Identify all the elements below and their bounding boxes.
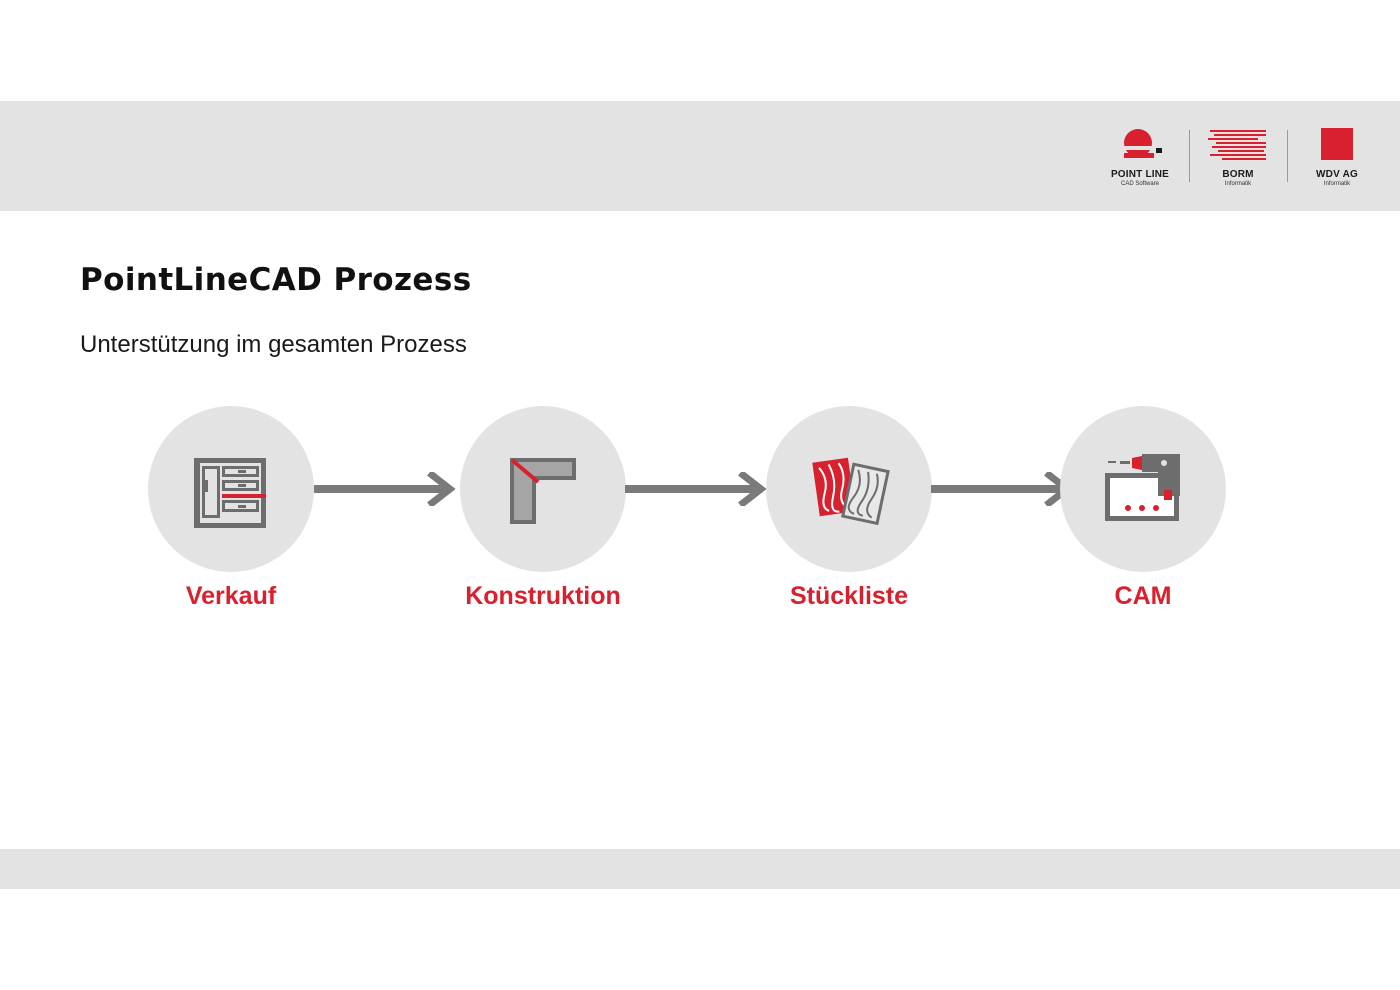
step-verkauf-circle	[148, 406, 314, 572]
step-stueckliste-label: Stückliste	[789, 582, 909, 610]
logo-divider	[1287, 130, 1288, 182]
header-band	[0, 101, 1400, 211]
wdv-logo-sub: Informatik	[1323, 181, 1351, 187]
step-cam-label: CAM	[1114, 582, 1172, 610]
page-subtitle: Unterstützung im gesamten Prozess	[80, 331, 467, 358]
arrow-right-icon	[314, 472, 456, 506]
borm-logo: BORM Informatik	[1206, 126, 1270, 188]
step-konstruktion-circle	[460, 406, 626, 572]
borm-logo-name: BORM	[1222, 169, 1254, 180]
step-konstruktion-label: Konstruktion	[465, 582, 621, 610]
wood-panels-icon	[812, 457, 890, 526]
step-verkauf-label: Verkauf	[185, 582, 277, 610]
arrow-right-icon	[931, 472, 1073, 506]
wdv-logo-icon	[1321, 128, 1353, 160]
cnc-machine-icon	[1105, 454, 1180, 521]
logo-divider	[1189, 130, 1190, 182]
wdv-logo-name: WDV AG	[1316, 169, 1358, 180]
corner-joint-icon	[510, 458, 576, 524]
borm-logo-sub: Informatik	[1224, 181, 1252, 187]
step-stueckliste-circle	[766, 406, 932, 572]
pointline-logo-icon	[1120, 129, 1162, 158]
borm-logo-icon	[1208, 130, 1266, 160]
wdv-logo: WDV AG Informatik	[1306, 126, 1368, 188]
footer-band	[0, 849, 1400, 889]
step-cam-circle	[1060, 406, 1226, 572]
page-title: PointLineCAD Prozess	[80, 262, 472, 298]
cabinet-icon	[194, 458, 266, 528]
pointline-logo-sub: CAD Software	[1120, 181, 1159, 187]
pointline-logo: POINT LINE CAD Software	[1102, 126, 1178, 188]
pointline-logo-name: POINT LINE	[1110, 169, 1170, 180]
arrow-right-icon	[625, 472, 767, 506]
